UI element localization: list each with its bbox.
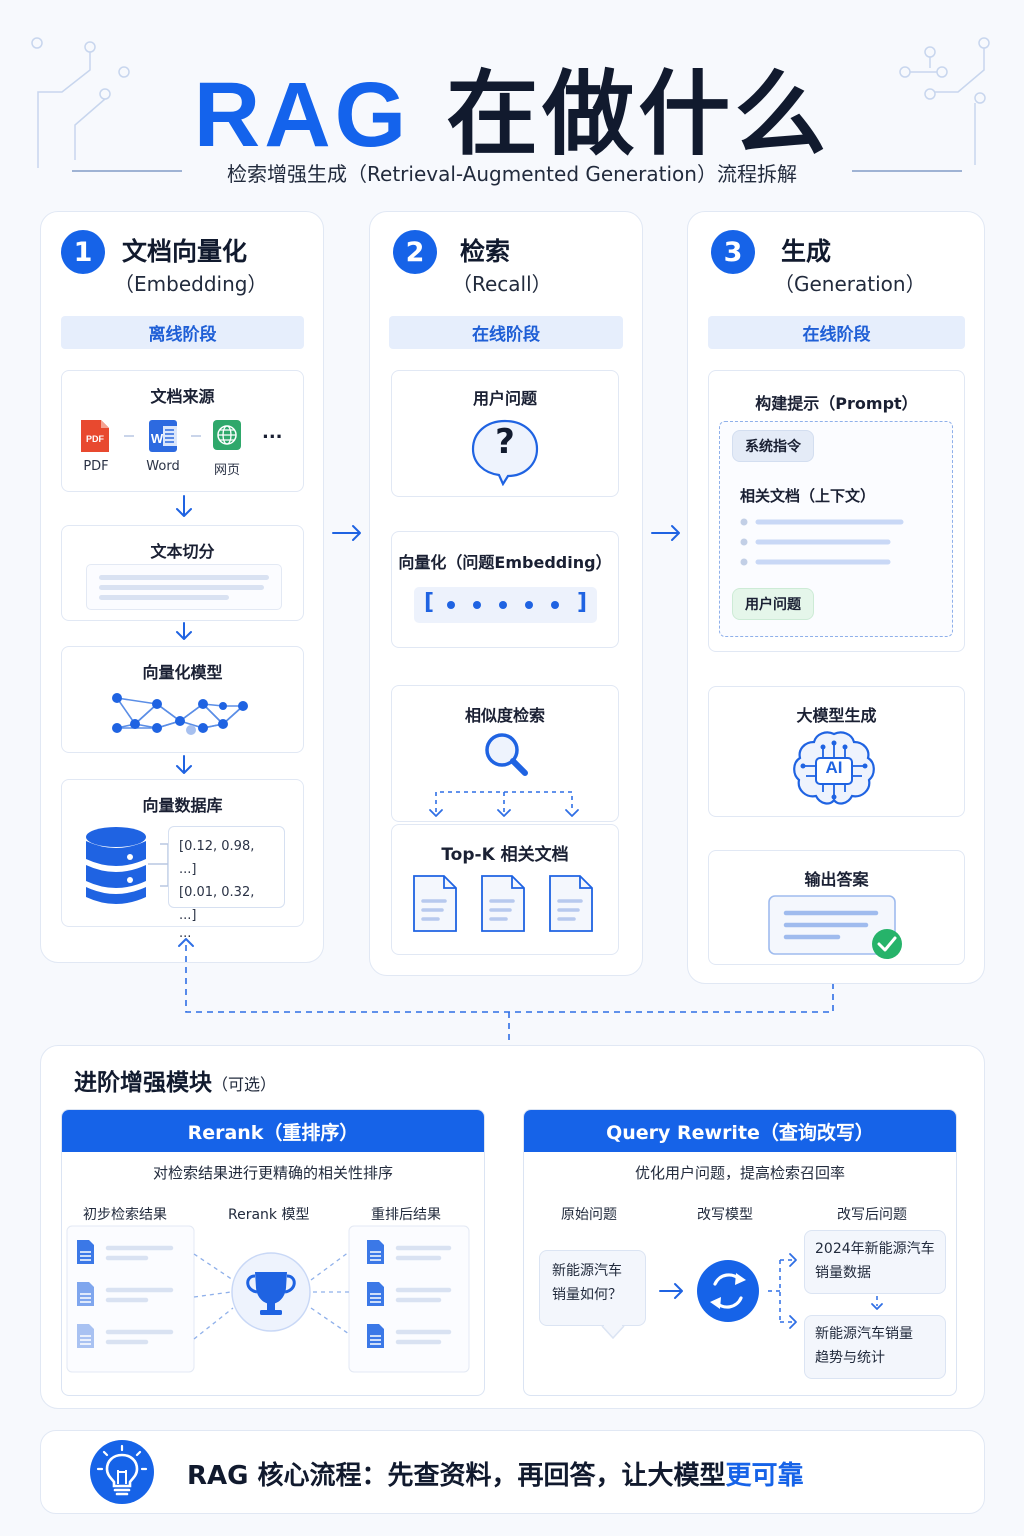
circuit-decoration [31,37,990,168]
question-mark: ? [495,422,515,462]
vector-dots [447,601,559,609]
question-embedding-title: 向量化（问题Embedding） [398,553,612,572]
vector-value-3: ... [179,926,192,941]
stage-offline: 离线阶段 [61,316,304,349]
text-chunk-box [86,564,282,610]
rerank-label-result: 重排后结果 [371,1207,441,1223]
embedding-model-title: 向量化模型 [142,663,223,682]
title-rag: RAG [193,64,411,166]
rewritten-question-2-line-1: 新能源汽车销量 [815,1326,913,1342]
rewritten-question-2-line-2: 趋势与统计 [815,1350,885,1366]
column-3-subtitle: （Generation） [774,272,926,296]
search-icon [429,733,579,817]
footer-message: RAG 核心流程：先查资料，再回答，让大模型更可靠 [187,1455,804,1492]
query-rewrite-desc: 优化用户问题，提高检索召回率 [634,1164,845,1182]
doc-sources-title: 文档来源 [150,387,215,406]
neural-network-icon [112,693,248,735]
card-embedding-model: 向量化模型 [61,646,304,753]
page-title: RAG 在做什么 [0,40,1024,173]
globe-icon [213,420,241,450]
source-label-word: Word [146,459,180,474]
text-split-title: 文本切分 [150,542,215,561]
source-label-pdf: PDF [83,459,109,474]
check-icon [877,936,897,952]
card-question-embedding: 向量化（问题Embedding） [ ] [391,531,619,648]
pdf-icon: PDF [81,420,109,452]
original-question-line-1: 新能源汽车 [552,1263,622,1279]
ai-label: AI [825,758,843,777]
user-question-pill: 用户问题 [732,588,814,620]
rewrite-label-result: 改写后问题 [837,1207,907,1223]
svg-text:PDF: PDF [86,434,105,444]
rerank-desc: 对检索结果进行更精确的相关性排序 [152,1164,393,1182]
rewrite-diagram [601,1253,883,1340]
step-badge-3: 3 [711,230,755,274]
trophy-icon [246,1272,296,1315]
context-docs-label: 相关文档（上下文） [740,487,876,505]
rewrite-label-model: 改写模型 [697,1207,753,1223]
column-1-title: 文档向量化 [122,237,248,266]
user-question-title: 用户问题 [472,389,537,408]
step-badge-1: 1 [61,230,105,274]
rewrite-label-original: 原始问题 [561,1207,617,1223]
rewritten-question-2: 新能源汽车销量 趋势与统计 [804,1315,946,1379]
advanced-title-sub: （可选） [212,1075,277,1094]
stage-online-recall: 在线阶段 [389,316,623,349]
rerank-header: Rerank（重排序） [62,1110,484,1152]
question-bubble-icon [471,419,539,486]
system-instruction-pill: 系统指令 [732,430,814,462]
footer-banner [40,1430,985,1514]
page-subtitle: 检索增强生成（Retrieval-Augmented Generation）流程… [227,162,797,186]
build-prompt-title: 构建提示（Prompt） [755,394,918,413]
llm-generation-title: 大模型生成 [796,706,877,725]
ai-brain-icon [793,731,875,805]
rewritten-question-1-line-1: 2024年新能源汽车 [815,1241,935,1257]
source-more: ... [262,422,283,443]
card-text-split: 文本切分 [61,525,304,621]
topk-title: Top-K 相关文档 [441,845,569,865]
vector-bracket-close: ] [576,590,587,615]
vector-strip: [ ] [414,587,597,623]
column-1-subtitle: （Embedding） [114,272,268,296]
footer-message-main: RAG 核心流程：先查资料，再回答，让大模型 [187,1461,726,1491]
original-question-bubble: 新能源汽车 销量如何？ [539,1250,646,1326]
step-badge-2: 2 [393,230,437,274]
column-2-subtitle: （Recall） [452,272,552,296]
vector-values-box: [0.12, 0.98, ...] [0.01, 0.32, ...] ... [168,826,285,941]
output-answer-title: 输出答案 [804,870,869,889]
rewritten-question-1: 2024年新能源汽车 销量数据 [804,1230,946,1294]
vector-bracket-open: [ [424,590,435,615]
word-icon: W [149,420,177,452]
source-label-web: 网页 [213,463,240,478]
rerank-label-initial: 初步检索结果 [83,1207,167,1223]
subtitle-right-line [852,170,962,172]
vector-value-1: [0.12, 0.98, ...] [179,839,255,877]
query-rewrite-header: Query Rewrite（查询改写） [524,1110,956,1152]
advanced-title-main: 进阶增强模块 [74,1070,212,1096]
title-chinese: 在做什么 [446,61,831,168]
database-icon [86,827,146,904]
column-2-title: 检索 [460,237,511,266]
subtitle-left-line [72,170,182,172]
vector-db-title: 向量数据库 [142,796,223,815]
context-lines [740,518,904,566]
footer-message-highlight: 更可靠 [725,1461,804,1491]
topk-document-icons [413,875,593,932]
vector-value-2: [0.01, 0.32, ...] [179,885,255,923]
lightbulb-icon [90,1440,154,1504]
advanced-title: 进阶增强模块（可选） [74,1063,276,1097]
rewritten-question-1-line-2: 销量数据 [815,1265,871,1281]
rerank-diagram [66,1225,470,1373]
stage-online-generation: 在线阶段 [708,316,965,349]
similarity-search-title: 相似度检索 [464,706,545,725]
svg-text:W: W [151,431,164,446]
answer-doc-icon [768,895,902,959]
column-3-title: 生成 [781,237,832,266]
rerank-label-model: Rerank 模型 [228,1207,310,1223]
original-question-line-2: 销量如何？ [552,1287,622,1303]
doc-sources-icons: PDF W [81,420,241,452]
